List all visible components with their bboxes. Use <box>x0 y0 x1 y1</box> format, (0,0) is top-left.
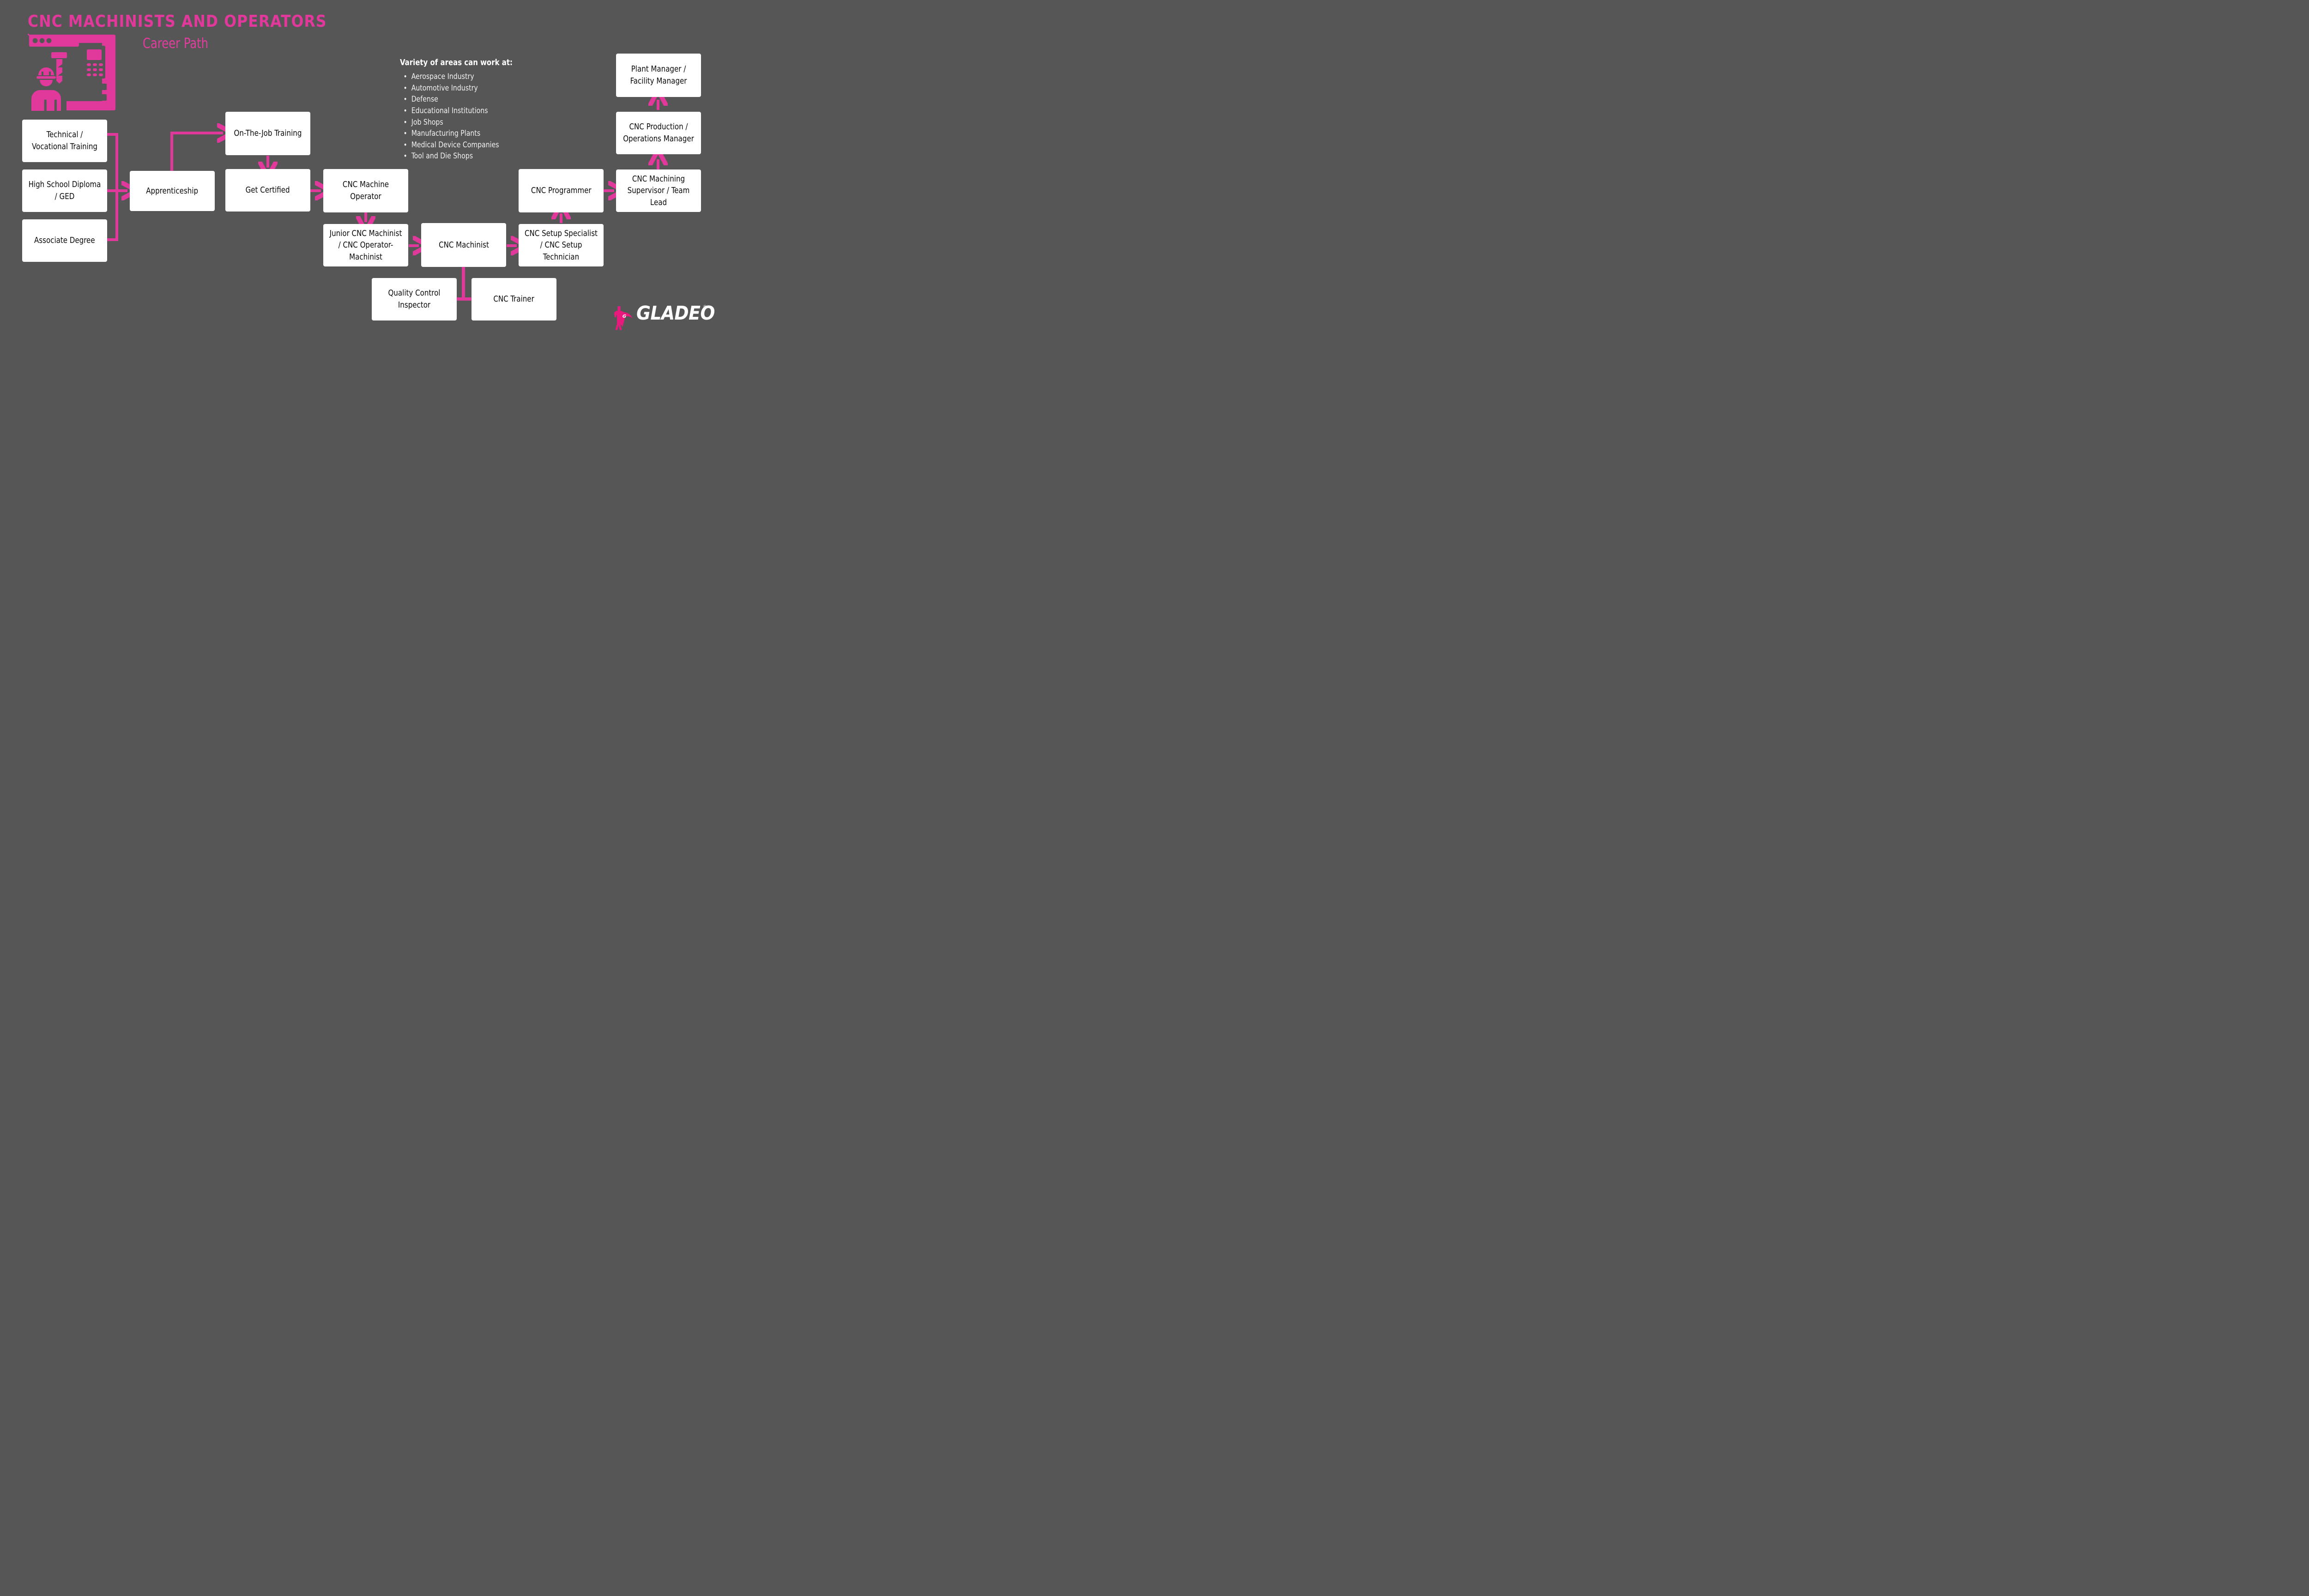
node-junior-cnc-machinist[interactable]: Junior CNC Machinist / CNC Operator-Mach… <box>323 224 408 266</box>
connector-qc-trainer-crossbar <box>455 297 473 301</box>
gladeo-g-letter: G <box>623 314 626 319</box>
list-item: Defense <box>400 94 602 105</box>
node-label: On-The-Job Training <box>234 128 302 139</box>
list-item: Tool and Die Shops <box>400 151 602 162</box>
node-label: Junior CNC Machinist / CNC Operator-Mach… <box>329 228 402 262</box>
page-title: CNC MACHINISTS AND OPERATORS <box>28 12 327 31</box>
node-label: Plant Manager / Facility Manager <box>630 64 687 86</box>
node-label: CNC Machine Operator <box>342 180 389 201</box>
node-technical-vocational-training[interactable]: Technical / Vocational Training <box>22 120 107 162</box>
node-plant-manager[interactable]: Plant Manager / Facility Manager <box>616 54 701 97</box>
list-item: Job Shops <box>400 117 602 128</box>
list-item: Medical Device Companies <box>400 139 602 151</box>
node-label: Technical / Vocational Training <box>32 130 97 151</box>
connector-assoc-to-bus <box>107 238 118 241</box>
gladeo-logo: G GLADEO ® <box>612 304 715 332</box>
node-label: Get Certified <box>245 185 290 195</box>
node-quality-control-inspector[interactable]: Quality Control Inspector <box>372 278 457 320</box>
connector-left-bus-vertical <box>115 133 118 241</box>
node-label: High School Diploma / GED <box>28 180 101 201</box>
node-on-the-job-training[interactable]: On-The-Job Training <box>225 112 310 155</box>
areas-panel-title: Variety of areas can work at: <box>400 58 513 67</box>
gladeo-hero-mark-icon: G <box>614 306 633 330</box>
areas-panel: Variety of areas can work at: Aerospace … <box>400 58 612 162</box>
node-cnc-setup-specialist[interactable]: CNC Setup Specialist / CNC Setup Technic… <box>519 224 604 266</box>
page-subtitle: Career Path <box>143 36 209 52</box>
node-label: Quality Control Inspector <box>388 288 441 310</box>
node-cnc-machine-operator[interactable]: CNC Machine Operator <box>323 169 408 212</box>
node-label: Apprenticeship <box>146 186 199 196</box>
node-label: Associate Degree <box>34 236 95 246</box>
connector-hs-to-bus <box>107 189 118 192</box>
node-label: CNC Setup Specialist / CNC Setup Technic… <box>525 228 598 262</box>
cnc-machine-operator-icon <box>28 34 115 111</box>
node-associate-degree[interactable]: Associate Degree <box>22 219 107 262</box>
list-item: Aerospace Industry <box>400 71 602 83</box>
registered-trademark-icon: ® <box>703 305 707 309</box>
node-cnc-machinist[interactable]: CNC Machinist <box>421 223 506 267</box>
areas-list: Aerospace Industry Automotive Industry D… <box>400 71 612 162</box>
connector-machinist-stem <box>462 267 465 300</box>
node-cnc-machining-supervisor[interactable]: CNC Machining Supervisor / Team Lead <box>616 169 701 212</box>
career-path-infographic: CNC MACHINISTS AND OPERATORS Career Path <box>0 0 715 355</box>
list-item: Educational Institutions <box>400 105 602 117</box>
node-cnc-trainer[interactable]: CNC Trainer <box>471 278 556 320</box>
node-apprenticeship[interactable]: Apprenticeship <box>130 171 215 211</box>
node-label: CNC Machining Supervisor / Team Lead <box>627 174 690 207</box>
node-label: CNC Production / Operations Manager <box>623 122 694 144</box>
node-label: CNC Programmer <box>531 186 592 196</box>
connector-apprenticeship-riser <box>170 132 173 173</box>
node-high-school-diploma-ged[interactable]: High School Diploma / GED <box>22 169 107 212</box>
connector-apprenticeship-to-ojt-horizontal <box>170 132 219 134</box>
connector-tech-to-bus <box>107 133 118 136</box>
node-label: CNC Trainer <box>493 294 535 304</box>
gladeo-wordmark: GLADEO <box>636 302 715 324</box>
node-cnc-programmer[interactable]: CNC Programmer <box>519 169 604 212</box>
list-item: Manufacturing Plants <box>400 128 602 139</box>
node-label: CNC Machinist <box>438 240 489 250</box>
list-item: Automotive Industry <box>400 83 602 94</box>
node-cnc-production-operations-manager[interactable]: CNC Production / Operations Manager <box>616 112 701 154</box>
node-get-certified[interactable]: Get Certified <box>225 169 310 212</box>
